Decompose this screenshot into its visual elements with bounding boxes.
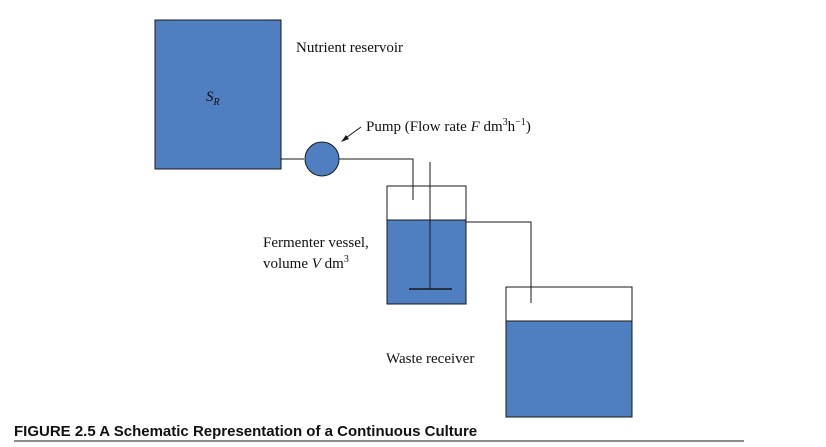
pump [304,141,340,177]
nutrient-reservoir-tank [154,19,282,170]
fermenter-label-line2: volume V dm3 [263,254,349,272]
pump-label: Pump (Flow rate F dm3h−1) [366,117,531,135]
nutrient-reservoir-label: Nutrient reservoir [296,40,403,56]
waste-receiver-label: Waste receiver [386,351,474,367]
figure-caption: FIGURE 2.5 A Schematic Representation of… [14,423,477,440]
fermenter-culture-liquid [387,220,466,304]
fermenter-vessel [386,185,467,305]
feed-pipe [339,158,414,200]
pump-pointer-arrowhead [341,135,349,142]
fermenter-label-line1: Fermenter vessel, [263,235,369,251]
waste-receiver-tank [505,286,633,418]
overflow-pipe [466,221,532,303]
reservoir-symbol: SR [206,89,220,108]
waste-liquid [506,321,632,417]
